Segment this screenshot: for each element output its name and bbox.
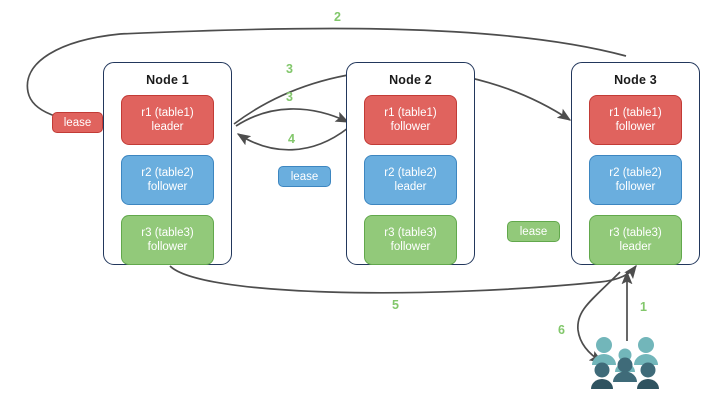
node-title: Node 2 <box>389 73 432 87</box>
node-title: Node 3 <box>614 73 657 87</box>
node-title: Node 1 <box>146 73 189 87</box>
users-icon <box>590 335 660 397</box>
edge-step-3-lower <box>235 108 350 127</box>
node-card-2[interactable]: Node 2 r1 (table1) follower r2 (table2) … <box>346 62 475 265</box>
range-r3[interactable]: r3 (table3) leader <box>589 215 682 265</box>
range-name: r3 (table3) <box>609 227 662 239</box>
range-r3[interactable]: r3 (table3) follower <box>121 215 214 265</box>
range-r3[interactable]: r3 (table3) follower <box>364 215 457 265</box>
range-name: r3 (table3) <box>141 227 194 239</box>
node-card-1[interactable]: Node 1 r1 (table1) leader r2 (table2) fo… <box>103 62 232 265</box>
range-name: r1 (table1) <box>141 107 194 119</box>
range-role: follower <box>390 121 431 133</box>
edge-step-4 <box>236 127 349 151</box>
step-label-3a: 3 <box>286 62 293 76</box>
step-label-1: 1 <box>640 300 647 314</box>
range-r1[interactable]: r1 (table1) leader <box>121 95 214 145</box>
lease-badge-r2[interactable]: lease <box>278 166 331 187</box>
range-name: r2 (table2) <box>384 167 437 179</box>
step-label-5: 5 <box>392 298 399 312</box>
range-role: follower <box>615 121 656 133</box>
range-r2[interactable]: r2 (table2) follower <box>589 155 682 205</box>
step-label-2: 2 <box>334 10 341 24</box>
range-role: leader <box>151 121 184 133</box>
range-name: r2 (table2) <box>609 167 662 179</box>
lease-badge-r3[interactable]: lease <box>507 221 560 242</box>
range-role: follower <box>390 241 431 253</box>
range-name: r1 (table1) <box>609 107 662 119</box>
range-r2[interactable]: r2 (table2) follower <box>121 155 214 205</box>
edge-step-6 <box>577 271 621 363</box>
range-role: follower <box>147 181 188 193</box>
range-role: follower <box>147 241 188 253</box>
step-label-3b: 3 <box>286 90 293 104</box>
edge-step-2 <box>26 27 627 128</box>
range-name: r2 (table2) <box>141 167 194 179</box>
range-role: leader <box>619 241 652 253</box>
node-card-3[interactable]: Node 3 r1 (table1) follower r2 (table2) … <box>571 62 700 265</box>
range-r2[interactable]: r2 (table2) leader <box>364 155 457 205</box>
range-name: r1 (table1) <box>384 107 437 119</box>
range-role: follower <box>615 181 656 193</box>
step-label-4: 4 <box>288 132 295 146</box>
edge-step-5 <box>169 264 637 294</box>
range-r1[interactable]: r1 (table1) follower <box>364 95 457 145</box>
lease-badge-r1[interactable]: lease <box>52 112 103 133</box>
range-role: leader <box>394 181 427 193</box>
step-label-6: 6 <box>558 323 565 337</box>
range-r1[interactable]: r1 (table1) follower <box>589 95 682 145</box>
range-name: r3 (table3) <box>384 227 437 239</box>
